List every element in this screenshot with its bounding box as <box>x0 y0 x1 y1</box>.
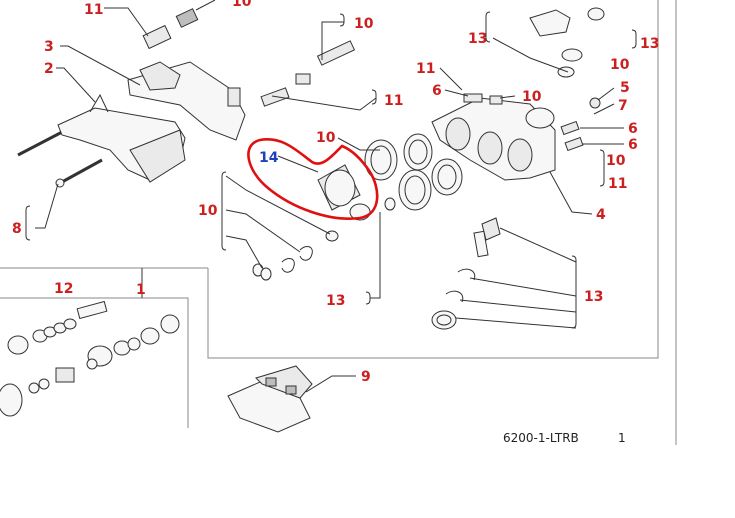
label-9: 9 <box>361 369 371 385</box>
label-10-rr: 10 <box>606 153 626 169</box>
label-2: 2 <box>44 61 54 77</box>
label-11-top: 11 <box>84 2 103 18</box>
label-8: 8 <box>12 221 22 237</box>
page-number: 1 <box>618 431 626 445</box>
brake-pads <box>227 365 313 433</box>
label-4: 4 <box>596 207 606 223</box>
label-6-a: 6 <box>432 83 442 99</box>
label-11-right: 11 <box>416 61 435 77</box>
label-5: 5 <box>620 80 630 96</box>
bleeder-bolts <box>260 40 356 107</box>
label-3: 3 <box>44 39 54 55</box>
label-6-b: 6 <box>628 121 638 137</box>
label-10-center: 10 <box>316 130 336 146</box>
caliper-bracket <box>127 61 246 141</box>
leader-lines <box>35 7 624 393</box>
label-13-bottom: 13 <box>326 293 345 309</box>
group-brackets <box>25 11 637 329</box>
label-13-topleft: 13 <box>468 31 487 47</box>
label-1: 1 <box>136 282 146 298</box>
label-12: 12 <box>54 281 73 297</box>
seal-kit-left <box>252 230 339 281</box>
piston <box>317 164 396 221</box>
label-13-topright: 13 <box>640 36 659 52</box>
label-13-bottomright: 13 <box>584 289 603 305</box>
label-10-right: 10 <box>522 89 542 105</box>
label-11-rr: 11 <box>608 176 627 192</box>
label-6-c: 6 <box>628 137 638 153</box>
pad-retainer-spring <box>57 93 186 183</box>
diagram-frame <box>0 0 677 445</box>
slide-bolt-set <box>142 0 216 50</box>
label-11-mid: 11 <box>384 93 403 109</box>
label-10-top: 10 <box>232 0 252 10</box>
seal-kit-right <box>431 217 501 330</box>
label-10-left: 10 <box>198 203 218 219</box>
document-code: 6200-1-LTRB <box>503 431 579 445</box>
label-10-topright: 10 <box>610 57 630 73</box>
label-14: 14 <box>259 150 279 166</box>
repair-kit <box>0 300 180 417</box>
piston-highlight <box>247 138 379 220</box>
label-10-mid: 10 <box>354 16 374 32</box>
top-right-fittings <box>463 7 605 152</box>
label-7: 7 <box>618 98 628 114</box>
caliper-housing <box>431 97 556 181</box>
part-labels: 11 10 3 2 10 11 13 13 10 11 6 10 5 7 6 6… <box>12 0 659 385</box>
